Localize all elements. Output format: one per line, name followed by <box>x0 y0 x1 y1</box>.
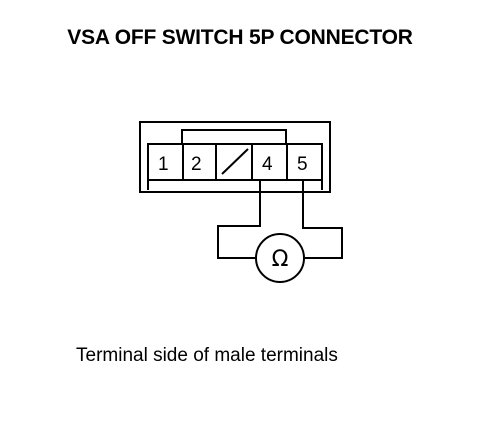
diagram-caption: Terminal side of male terminals <box>76 345 338 366</box>
terminal-5-label: 5 <box>297 154 308 175</box>
ohmmeter-icon <box>255 233 305 283</box>
probe-lead-terminal-5 <box>302 180 343 259</box>
connector-housing <box>139 121 331 193</box>
connector-lock-tab <box>181 129 287 145</box>
probe-lead-terminal-4 <box>217 180 261 259</box>
diagram-title: VSA OFF SWITCH 5P CONNECTOR <box>67 26 413 49</box>
ohm-symbol: Ω <box>272 247 289 272</box>
terminal-1-label: 1 <box>158 154 169 175</box>
terminal-4-label: 4 <box>262 154 273 175</box>
blank-terminal-slash <box>221 148 249 175</box>
terminal-2-label: 2 <box>191 154 202 175</box>
